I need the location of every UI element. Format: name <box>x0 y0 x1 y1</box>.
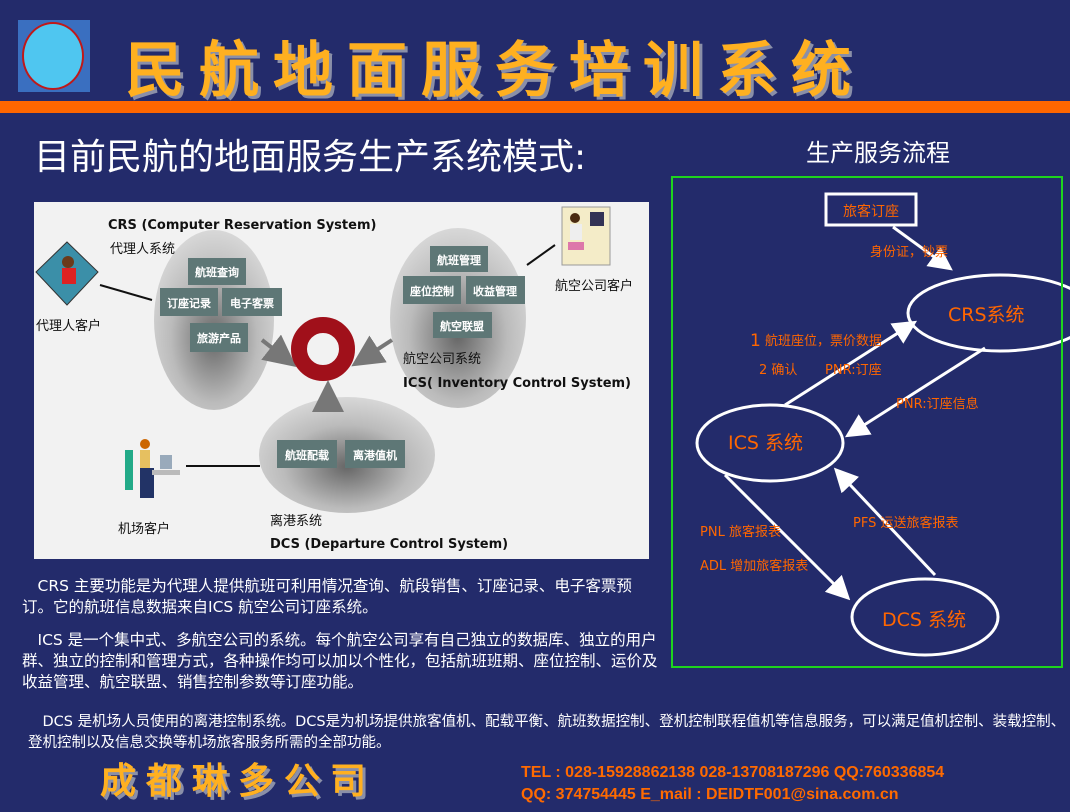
dcs-description: DCS 是机场人员使用的离港控制系统。DCS是为机场提供旅客值机、配载平衡、航班… <box>28 714 1066 751</box>
central-hub-ring <box>291 317 355 381</box>
crs-description: CRS 主要功能是为代理人提供航班可利用情况查询、航段销售、订座记录、电子客票预… <box>22 577 632 616</box>
crs-ellipse <box>154 230 274 410</box>
crs-node <box>906 273 1070 353</box>
seat-fare-number: 1 <box>750 331 761 351</box>
airport-customer: 机场客户 <box>118 521 170 537</box>
pnr-info-label: PNR:订座信息 <box>896 396 979 412</box>
booking-box <box>824 192 918 227</box>
ics-module: 座位控制 <box>409 284 454 298</box>
dcs-module: 航班配载 <box>285 448 329 462</box>
ics-description: ICS 是一个集中式、多航空公司的系统。每个航空公司享有自己独立的数据库、独立的… <box>22 631 658 691</box>
crs-title: CRS (Computer Reservation System) <box>108 218 376 233</box>
ics-module: 航班管理 <box>437 253 481 267</box>
airport-person-icon <box>125 439 180 498</box>
page-subtitle: 目前民航的地面服务生产系统模式: <box>34 137 587 178</box>
ics-module: 收益管理 <box>473 284 517 298</box>
header-divider <box>0 101 1070 113</box>
pnl-label: PNL 旅客报表 <box>700 524 781 540</box>
pfs-label: PFS 运送旅客报表 <box>853 515 958 531</box>
crs-module: 旅游产品 <box>197 331 241 345</box>
app-title: 民航地面服务培训系统 <box>125 36 865 106</box>
agent-person-icon <box>35 241 99 306</box>
adl-label: ADL 增加旅客报表 <box>700 558 808 574</box>
company-name: 成都琳多公司 <box>100 760 377 802</box>
flow-title: 生产服务流程 <box>806 139 950 167</box>
airline-logo-icon <box>18 20 90 92</box>
flow-chart-frame <box>671 176 1063 668</box>
dcs-node <box>850 577 1000 657</box>
ics-cn: 航空公司系统 <box>403 351 481 367</box>
ics-module: 航空联盟 <box>440 319 484 333</box>
crs-module: 航班查询 <box>195 265 239 279</box>
dcs-node-label: DCS 系统 <box>882 609 966 631</box>
crs-module: 订座记录 <box>167 296 211 310</box>
seat-fare-label: 航班座位，票价数据 <box>765 333 882 349</box>
crs-node-label: CRS系统 <box>948 304 1025 326</box>
airline-customer: 航空公司客户 <box>555 278 633 294</box>
dcs-cn: 离港系统 <box>270 513 322 529</box>
contact-phone: TEL : 028-15928862138 028-13708187296 QQ… <box>521 764 945 781</box>
crs-cn: 代理人系统 <box>110 242 175 257</box>
confirm-label: 2 确认 <box>759 363 797 378</box>
ics-node-label: ICS 系统 <box>728 432 803 454</box>
airline-person-icon <box>561 206 611 266</box>
id-ticket-label: 身份证，钞票 <box>870 244 948 260</box>
crs-module: 电子客票 <box>230 296 274 310</box>
ics-node <box>695 403 845 483</box>
dcs-module: 离港值机 <box>353 448 397 462</box>
ics-title: ICS( Inventory Control System) <box>403 376 631 391</box>
dcs-title: DCS (Departure Control System) <box>270 537 508 552</box>
pnr-booking-label: PNR:订座 <box>825 363 882 378</box>
booking-label: 旅客订座 <box>843 203 899 220</box>
agent-customer: 代理人客户 <box>36 318 101 334</box>
contact-email: QQ: 374754445 E_mail : DEIDTF001@sina.co… <box>521 786 899 803</box>
